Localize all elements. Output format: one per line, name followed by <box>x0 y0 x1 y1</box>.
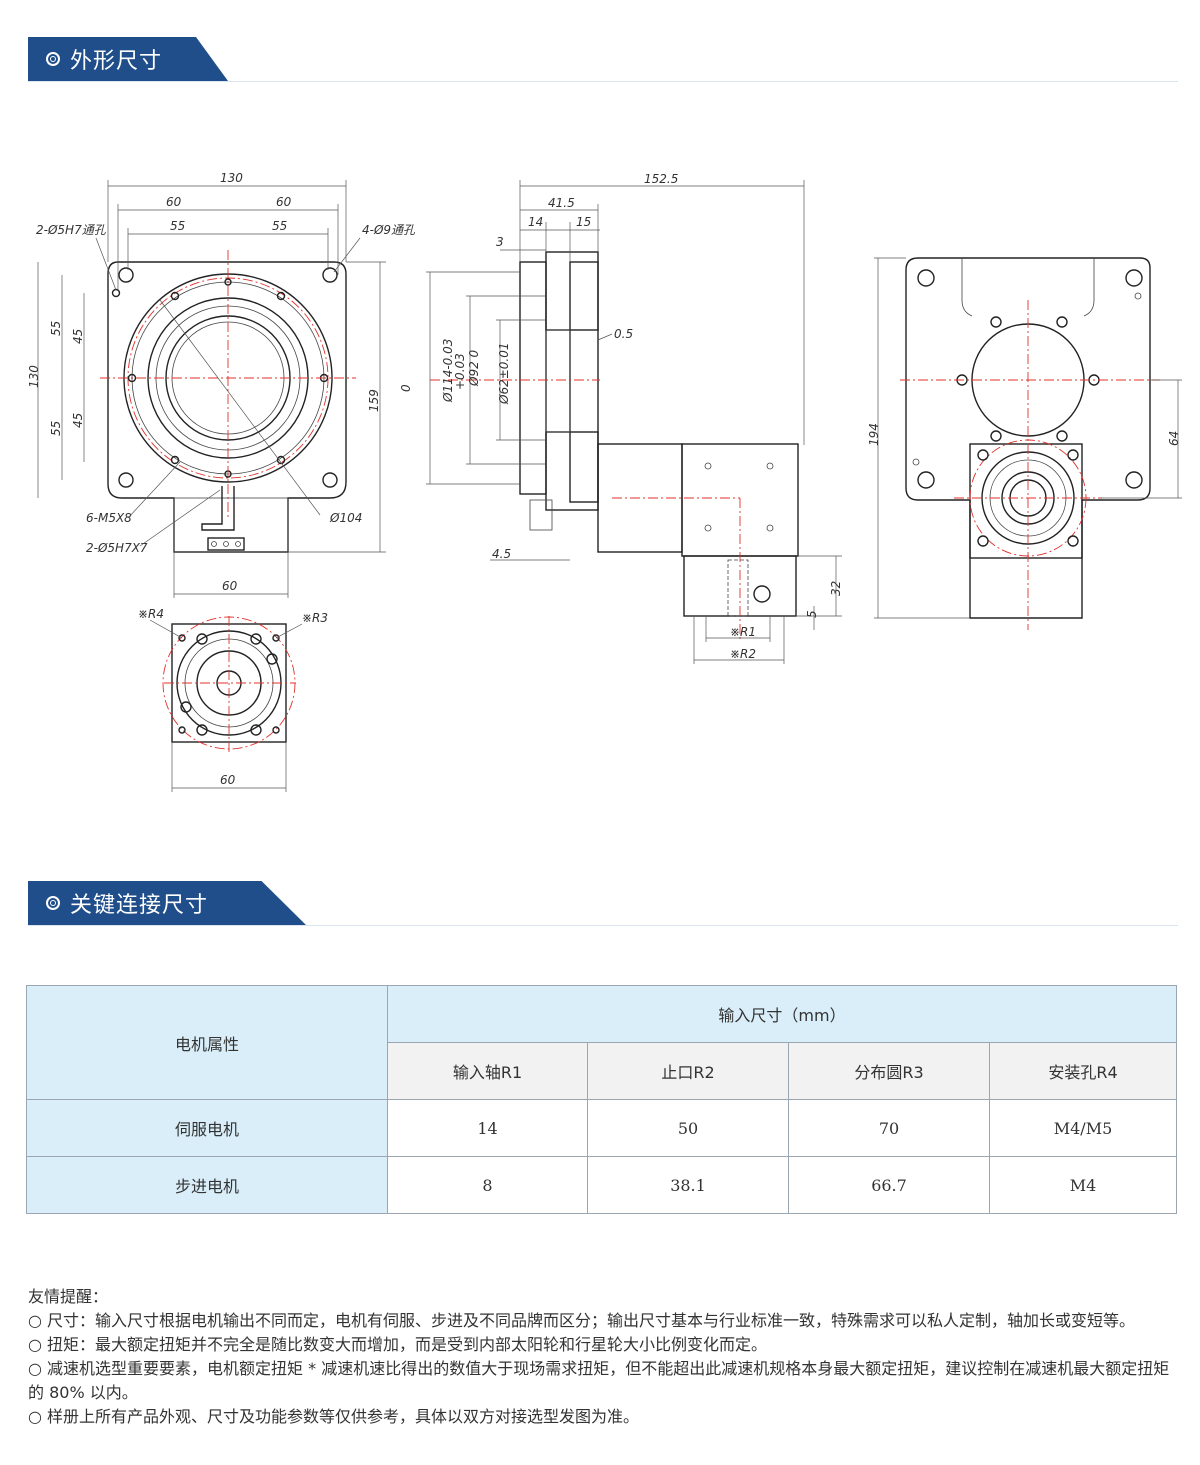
dim-130: 130 <box>220 171 243 185</box>
dim-32: 32 <box>829 581 843 596</box>
header-input-size: 输入尺寸（mm） <box>387 985 1177 1043</box>
note-r1: ※R1 <box>730 625 756 639</box>
note-pin-hole-2: 2-Ø5H7X7 <box>86 541 148 555</box>
table-cell: 70 <box>788 1099 990 1157</box>
note-item: ○ 尺寸：输入尺寸根据电机输出不同而定，电机有伺服、步进及不同品牌而区分；输出尺… <box>28 1311 1136 1330</box>
circle-bullet-icon <box>46 52 60 66</box>
table-cell: 66.7 <box>788 1156 990 1214</box>
section-title-text: 关键连接尺寸 <box>70 893 209 918</box>
dim-d114-tol: 0 <box>399 384 413 392</box>
dim-60-bottom: 60 <box>222 579 238 593</box>
dim-v-45-bottom: 45 <box>71 413 85 428</box>
note-r4: ※R4 <box>138 607 164 621</box>
dim-v-130: 130 <box>27 365 41 388</box>
table-cell: 8 <box>387 1156 588 1214</box>
note-item: ○ 扭矩：最大额定扭矩并不完全是随比数变大而增加，而是受到内部太阳轮和行星轮大小… <box>28 1335 768 1354</box>
section-title-text: 外形尺寸 <box>70 49 163 74</box>
dim-55-right: 55 <box>272 219 287 233</box>
front-view: 130 60 60 55 55 2-Ø5H7通孔 4-Ø9通孔 130 55 5… <box>27 171 416 598</box>
section-title-key-dimensions: 关键连接尺寸 <box>28 881 306 925</box>
title-divider <box>28 925 1178 926</box>
dim-60-flange: 60 <box>220 773 236 787</box>
title-divider <box>28 81 1178 82</box>
technical-drawing: .ol { fill: none; stroke: #222; stroke-w… <box>27 171 1182 792</box>
note-r3: ※R3 <box>302 611 328 625</box>
key-dimension-table: 电机属性 输入尺寸（mm） 输入轴R1 止口R2 分布圆R3 安装孔R4 伺服电… <box>26 985 1177 1214</box>
section-title-dimensions: 外形尺寸 <box>28 37 228 81</box>
dim-5: 5 <box>805 610 819 618</box>
dim-d114: Ø114-0.03 <box>441 339 455 403</box>
dim-3: 3 <box>496 235 504 249</box>
dim-d62: Ø62±0.01 <box>497 343 511 406</box>
notes-heading: 友情提醒： <box>28 1287 109 1306</box>
table-cell: 38.1 <box>587 1156 789 1214</box>
dim-v-55-top: 55 <box>49 321 63 336</box>
dim-15: 15 <box>576 215 591 229</box>
dim-4-5: 4.5 <box>492 547 511 561</box>
column-header: 安装孔R4 <box>989 1042 1177 1100</box>
dim-v-159: 159 <box>367 389 381 412</box>
dim-d92-tol: +0.03 <box>453 353 467 390</box>
dim-v-45-top: 45 <box>71 329 85 344</box>
dim-14: 14 <box>528 215 543 229</box>
flange-view: ※R4 ※R3 60 <box>138 607 328 792</box>
dim-v-194: 194 <box>867 423 881 446</box>
dim-60-left: 60 <box>166 195 182 209</box>
table-cell: 50 <box>587 1099 789 1157</box>
dim-152-5: 152.5 <box>644 172 678 186</box>
note-pin-hole: 2-Ø5H7通孔 <box>36 223 107 237</box>
row-label: 步进电机 <box>26 1156 388 1214</box>
table-row: 步进电机 8 38.1 66.7 M4 <box>26 1156 1177 1214</box>
notes-section: 友情提醒： ○ 尺寸：输入尺寸根据电机输出不同而定，电机有伺服、步进及不同品牌而… <box>28 1285 1178 1429</box>
dim-55-left: 55 <box>170 219 185 233</box>
dim-41-5: 41.5 <box>548 196 575 210</box>
header-motor-attr: 电机属性 <box>26 985 388 1100</box>
dim-v-64: 64 <box>1167 431 1181 446</box>
note-d104: Ø104 <box>329 511 362 525</box>
column-header: 止口R2 <box>587 1042 789 1100</box>
row-label: 伺服电机 <box>26 1099 388 1157</box>
note-mount-hole: 4-Ø9通孔 <box>362 223 416 237</box>
table-row: 伺服电机 14 50 70 M4/M5 <box>26 1099 1177 1157</box>
table-cell: M4/M5 <box>989 1099 1177 1157</box>
table-cell: 14 <box>387 1099 588 1157</box>
note-item: ○ 样册上所有产品外观、尺寸及功能参数等仅供参考，具体以双方对接选型发图为准。 <box>28 1407 640 1426</box>
dim-0-5: 0.5 <box>614 327 633 341</box>
note-r2: ※R2 <box>730 647 756 661</box>
column-header: 分布圆R3 <box>788 1042 990 1100</box>
note-m5: 6-M5X8 <box>86 511 132 525</box>
column-header: 输入轴R1 <box>387 1042 588 1100</box>
side-view: 152.5 41.5 14 15 3 0.5 Ø114-0.03 0 Ø92 0… <box>399 172 843 664</box>
right-view: 194 64 <box>867 257 1182 630</box>
dim-v-55-bottom: 55 <box>49 421 63 436</box>
table-cell: M4 <box>989 1156 1177 1214</box>
dim-60-right: 60 <box>276 195 292 209</box>
dim-d92: Ø92 0 <box>467 349 481 387</box>
note-item: ○ 减速机选型重要要素，电机额定扭矩 * 减速机速比得出的数值大于现场需求扭矩，… <box>28 1359 1170 1402</box>
circle-bullet-icon <box>46 896 60 910</box>
